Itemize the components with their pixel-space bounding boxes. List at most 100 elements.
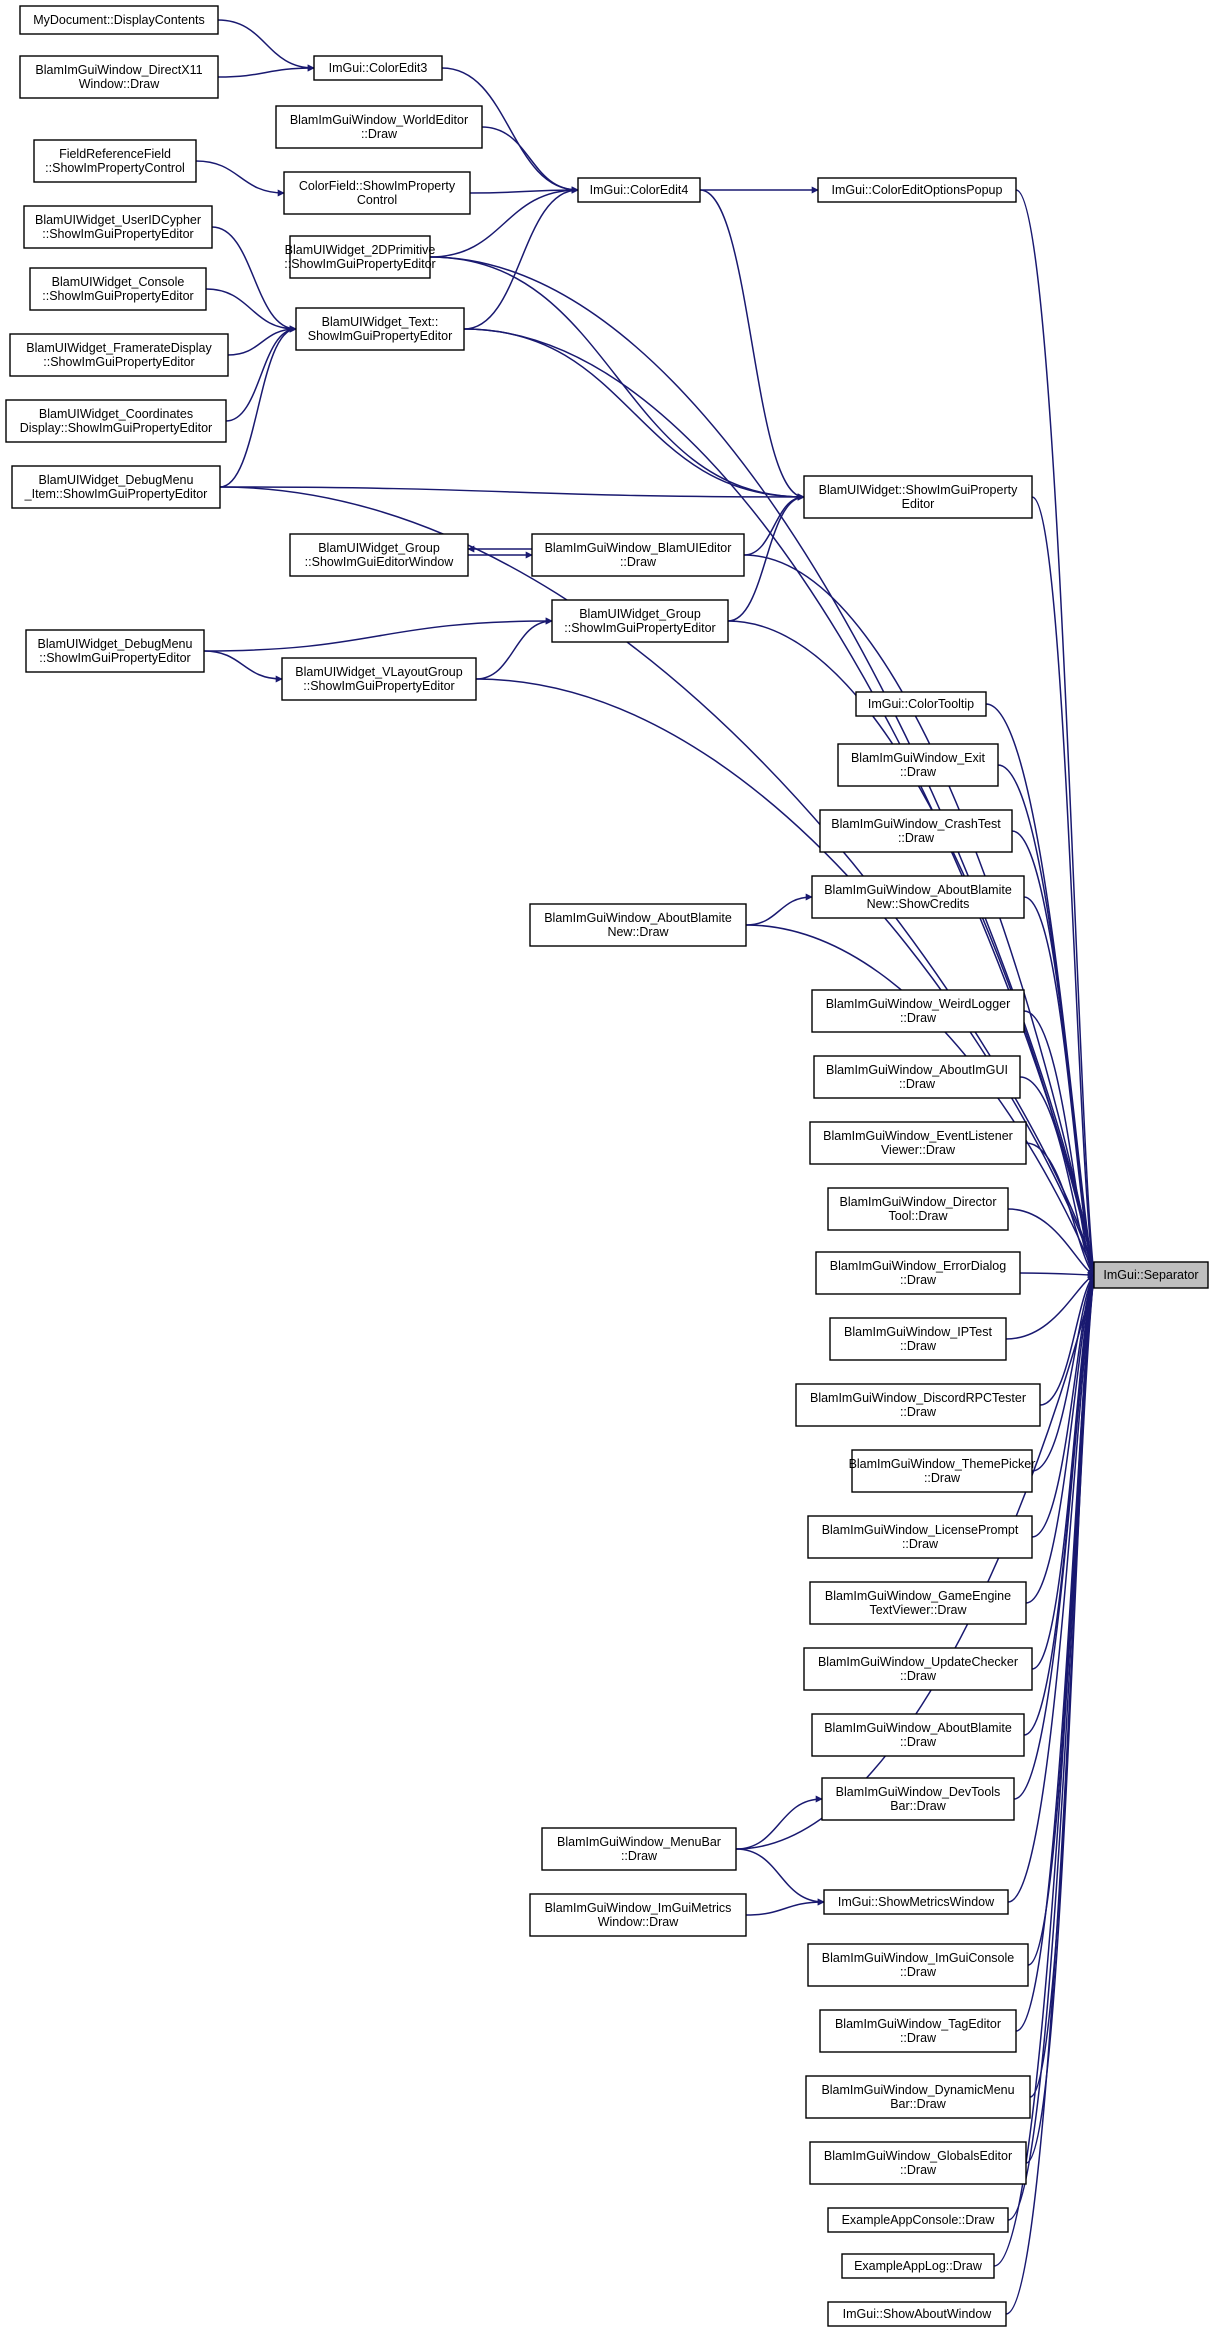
graph-node[interactable]: BlamUIWidget_Group::ShowImGuiEditorWindo… — [289, 533, 469, 577]
edge-n4-to-n7 — [481, 126, 579, 194]
edge-n16-to-root — [1031, 496, 1097, 1276]
graph-node[interactable]: ExampleAppConsole::Draw — [827, 2207, 1009, 2233]
edge-n20-to-n19 — [203, 617, 553, 652]
graph-node[interactable]: BlamImGuiWindow_DiscordRPCTester::Draw — [795, 1383, 1041, 1427]
node-box — [827, 1187, 1009, 1231]
graph-node[interactable]: BlamUIWidget_2DPrimitive::ShowImGuiPrope… — [284, 235, 436, 279]
node-label-line: ::Draw — [900, 1965, 937, 1979]
graph-node[interactable]: BlamUIWidget_Text::ShowImGuiPropertyEdit… — [295, 307, 465, 351]
graph-node[interactable]: ImGui::ColorEdit4 — [577, 177, 701, 203]
node-label-line: Viewer::Draw — [881, 1143, 956, 1157]
graph-node[interactable]: FieldReferenceField::ShowImPropertyContr… — [33, 139, 197, 183]
root-node-separator[interactable]: ImGui::Separator — [1093, 1261, 1209, 1289]
graph-node[interactable]: BlamImGuiWindow_EventListenerViewer::Dra… — [809, 1121, 1027, 1165]
graph-node[interactable]: ColorField::ShowImPropertyControl — [283, 171, 471, 215]
node-box — [819, 2009, 1017, 2053]
edge-n13-to-n12 — [227, 325, 297, 356]
graph-node[interactable]: BlamImGuiWindow_GlobalsEditor::Draw — [809, 2141, 1027, 2185]
graph-node[interactable]: BlamImGuiWindow_ImGuiConsole::Draw — [807, 1943, 1029, 1987]
node-label-line: BlamImGuiWindow_ImGuiMetrics — [545, 1901, 732, 1915]
node-label-line: ::ShowImGuiPropertyEditor — [303, 679, 454, 693]
node-label-line: ::ShowImGuiPropertyEditor — [42, 227, 193, 241]
node-box — [1093, 1261, 1209, 1289]
node-label-line: BlamUIWidget_UserIDCypher — [35, 213, 201, 227]
graph-node[interactable]: BlamUIWidget_Console::ShowImGuiPropertyE… — [29, 267, 207, 311]
graph-node[interactable]: BlamUIWidget_DebugMenu_Item::ShowImGuiPr… — [11, 465, 221, 509]
graph-node[interactable]: BlamImGuiWindow_AboutBlamite::Draw — [811, 1713, 1025, 1757]
edge-n38-to-root — [1023, 1274, 1096, 1736]
node-label-line: BlamImGuiWindow_DynamicMenu — [821, 2083, 1014, 2097]
node-label-line: ImGui::ColorEdit3 — [329, 61, 428, 75]
node-label-line: ShowImGuiPropertyEditor — [308, 329, 453, 343]
node-box — [5, 399, 227, 443]
graph-node[interactable]: ImGui::ColorEditOptionsPopup — [817, 177, 1017, 203]
node-box — [827, 2207, 1009, 2233]
node-label-line: BlamImGuiWindow_ThemePicker — [849, 1457, 1036, 1471]
graph-node[interactable]: BlamImGuiWindow_AboutBlamiteNew::ShowCre… — [811, 875, 1025, 919]
node-label-line: _Item::ShowImGuiPropertyEditor — [24, 487, 208, 501]
node-label-line: Bar::Draw — [890, 1799, 947, 1813]
node-label-line: Bar::Draw — [890, 2097, 947, 2111]
graph-node[interactable]: BlamUIWidget_VLayoutGroup::ShowImGuiProp… — [281, 657, 477, 701]
graph-node[interactable]: BlamImGuiWindow_LicensePrompt::Draw — [807, 1515, 1033, 1559]
node-layer: MyDocument::DisplayContentsImGui::ColorE… — [5, 5, 1209, 2327]
graph-node[interactable]: BlamImGuiWindow_IPTest::Draw — [829, 1317, 1007, 1361]
graph-node[interactable]: ImGui::ColorEdit3 — [313, 55, 443, 81]
node-box — [813, 1055, 1021, 1099]
node-label-line: ::ShowImGuiPropertyEditor — [43, 355, 194, 369]
node-box — [281, 657, 477, 701]
graph-node[interactable]: BlamUIWidget_FramerateDisplay::ShowImGui… — [9, 333, 229, 377]
node-label-line: Window::Draw — [79, 77, 161, 91]
node-box — [577, 177, 701, 203]
graph-node[interactable]: BlamUIWidget::ShowImGuiPropertyEditor — [803, 475, 1033, 519]
graph-node[interactable]: BlamImGuiWindow_WeirdLogger::Draw — [811, 989, 1025, 1033]
node-label-line: BlamImGuiWindow_WorldEditor — [290, 113, 468, 127]
graph-node[interactable]: BlamImGuiWindow_Exit::Draw — [837, 743, 999, 787]
node-box — [829, 1317, 1007, 1361]
graph-node[interactable]: BlamUIWidget_DebugMenu::ShowImGuiPropert… — [25, 629, 205, 673]
edge-n28-to-root — [1019, 1076, 1095, 1276]
node-label-line: ::Draw — [900, 765, 937, 779]
graph-node[interactable]: BlamImGuiWindow_CrashTest::Draw — [819, 809, 1013, 853]
graph-node[interactable]: BlamImGuiWindow_ThemePicker::Draw — [849, 1449, 1036, 1493]
edge-n10-to-n7 — [429, 186, 579, 258]
graph-node[interactable]: ImGui::ColorTooltip — [855, 691, 987, 717]
graph-node[interactable]: BlamUIWidget_UserIDCypher::ShowImGuiProp… — [23, 205, 213, 249]
graph-node[interactable]: BlamImGuiWindow_TagEditor::Draw — [819, 2009, 1017, 2053]
graph-node[interactable]: BlamImGuiWindow_MenuBar::Draw — [541, 1827, 737, 1871]
graph-node[interactable]: ExampleAppLog::Draw — [841, 2253, 995, 2279]
edge-n21-to-root — [475, 678, 1097, 1276]
node-label-line: ::Draw — [900, 2163, 937, 2177]
graph-node[interactable]: BlamImGuiWindow_BlamUIEditor::Draw — [531, 533, 745, 577]
graph-node[interactable]: BlamImGuiWindow_GameEngineTextViewer::Dr… — [809, 1581, 1027, 1625]
graph-node[interactable]: ImGui::ShowAboutWindow — [827, 2301, 1007, 2327]
graph-node[interactable]: BlamUIWidget_Group::ShowImGuiPropertyEdi… — [551, 599, 729, 643]
graph-node[interactable]: MyDocument::DisplayContents — [19, 5, 219, 35]
node-box — [827, 2301, 1007, 2327]
edge-n21-to-n19 — [475, 617, 553, 680]
node-label-line: BlamImGuiWindow_MenuBar — [557, 1835, 721, 1849]
graph-node[interactable]: BlamUIWidget_CoordinatesDisplay::ShowImG… — [5, 399, 227, 443]
node-label-line: BlamUIWidget_VLayoutGroup — [295, 665, 462, 679]
node-label-line: BlamImGuiWindow_AboutBlamite — [824, 883, 1012, 897]
node-label-line: ::ShowImGuiPropertyEditor — [42, 289, 193, 303]
node-label-line: BlamUIWidget::ShowImGuiProperty — [819, 483, 1018, 497]
node-label-line: BlamUIWidget_Group — [318, 541, 440, 555]
node-box — [529, 1893, 747, 1937]
graph-node[interactable]: BlamImGuiWindow_UpdateChecker::Draw — [803, 1647, 1033, 1691]
node-label-line: Editor — [902, 497, 935, 511]
graph-node[interactable]: BlamImGuiWindow_AboutImGUI::Draw — [813, 1055, 1021, 1099]
node-box — [529, 903, 747, 947]
graph-node[interactable]: ImGui::ShowMetricsWindow — [823, 1889, 1009, 1915]
edge-n39-to-root — [1013, 1274, 1097, 1800]
edge-n41-to-root — [1007, 1274, 1097, 1903]
edge-n29-to-root — [1025, 1142, 1095, 1276]
graph-node[interactable]: BlamImGuiWindow_WorldEditor::Draw — [275, 105, 483, 149]
graph-node[interactable]: BlamImGuiWindow_ErrorDialog::Draw — [815, 1251, 1021, 1295]
